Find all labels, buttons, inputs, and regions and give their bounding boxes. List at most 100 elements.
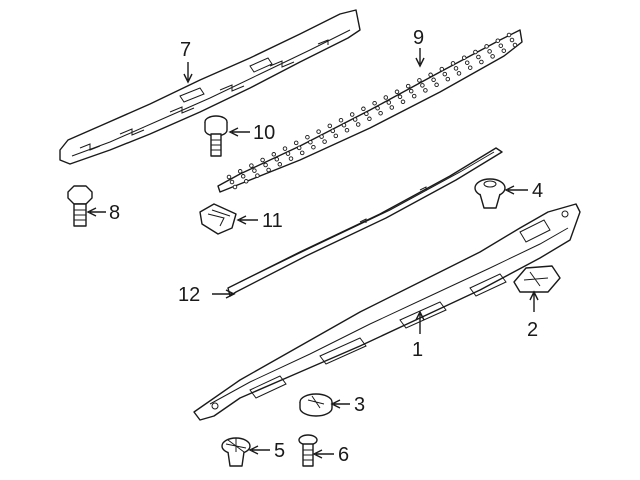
perforation-hole: [240, 174, 246, 179]
perforation-hole: [249, 163, 254, 168]
part-8-bolt: [67, 185, 93, 227]
leader-5: [248, 445, 270, 455]
perforation-hole: [274, 157, 280, 162]
perforation-hole: [431, 77, 436, 83]
perforation-hole: [389, 105, 395, 110]
leader-3: [330, 399, 350, 409]
perforation-hole: [344, 127, 350, 133]
part-9-perforations: [226, 32, 518, 190]
part-1-rocker-moulding: [193, 203, 581, 421]
leader-12: [212, 289, 236, 299]
perforation-hole: [439, 66, 445, 72]
perforation-hole: [456, 71, 462, 76]
leader-11: [236, 215, 258, 225]
perforation-hole: [364, 111, 369, 117]
perforation-hole: [226, 174, 232, 180]
leader-9: [415, 48, 425, 68]
part-2-bracket: [513, 265, 561, 293]
part-3-button-fastener: [299, 393, 333, 417]
perforation-hole: [487, 49, 492, 54]
perforation-hole: [479, 59, 484, 65]
perforation-hole: [445, 76, 451, 82]
perforation-hole: [260, 157, 265, 163]
callout-12: 12: [178, 284, 200, 306]
perforation-hole: [237, 169, 243, 174]
perforation-hole: [367, 116, 372, 122]
perforation-hole: [352, 117, 358, 122]
perforation-hole: [397, 94, 403, 100]
perforation-hole: [434, 82, 439, 88]
perforation-hole: [512, 42, 518, 48]
perforation-hole: [232, 184, 238, 190]
perforation-hole: [252, 168, 257, 173]
part-7-reinforcement: [59, 9, 361, 165]
perforation-hole: [420, 83, 425, 88]
part-6-screw: [298, 434, 318, 467]
perforation-hole: [327, 123, 333, 129]
perforation-hole: [330, 128, 336, 134]
perforation-hole: [372, 100, 377, 106]
perforation-hole: [305, 134, 310, 140]
perforation-hole: [506, 32, 512, 38]
leader-1: [415, 310, 425, 334]
callout-1: 1: [412, 339, 423, 361]
callout-6: 6: [338, 444, 349, 466]
perforation-hole: [423, 88, 428, 93]
perforation-hole: [296, 145, 302, 151]
perforation-hole: [308, 139, 313, 145]
perforation-hole: [277, 162, 283, 167]
perforation-hole: [341, 122, 347, 128]
callout-2: 2: [527, 319, 538, 341]
part-10-clip-bolt: [204, 115, 228, 157]
perforation-hole: [498, 43, 504, 48]
perforation-hole: [266, 167, 271, 173]
perforation-hole: [509, 37, 515, 43]
part-11-retainer: [199, 203, 237, 235]
perforation-hole: [501, 48, 507, 53]
perforation-hole: [288, 156, 294, 161]
perforation-hole: [473, 49, 478, 55]
callout-8: 8: [109, 202, 120, 224]
perforation-hole: [400, 99, 406, 105]
perforation-hole: [467, 65, 473, 70]
callout-7: 7: [180, 39, 191, 61]
perforation-hole: [322, 139, 327, 144]
perforation-hole: [464, 60, 470, 65]
perforation-hole: [490, 54, 495, 59]
perforation-hole: [316, 129, 321, 134]
perforation-hole: [361, 106, 366, 112]
perforation-hole: [386, 100, 392, 105]
perforation-hole: [333, 133, 339, 139]
perforation-hole: [484, 44, 489, 49]
perforation-hole: [311, 144, 316, 150]
perforation-hole: [495, 38, 501, 43]
leader-10: [228, 127, 250, 137]
callout-5: 5: [274, 440, 285, 462]
callout-3: 3: [354, 394, 365, 416]
perforation-hole: [271, 152, 277, 157]
perforation-hole: [338, 117, 344, 123]
callout-labels: 7 9 10 8 11 4 12 1 2 3 5 6: [109, 27, 543, 466]
callout-9: 9: [413, 27, 424, 49]
perforation-hole: [293, 140, 299, 146]
callout-11: 11: [262, 210, 283, 232]
part-5-expansion-clip: [221, 437, 251, 467]
leader-4: [504, 185, 528, 195]
perforation-hole: [263, 162, 268, 168]
perforation-hole: [285, 151, 291, 156]
leader-7: [183, 62, 193, 84]
perforation-hole: [349, 112, 355, 117]
perforation-hole: [255, 173, 260, 178]
perforation-hole: [411, 93, 417, 99]
perforation-hole: [450, 61, 456, 66]
perforation-hole: [243, 179, 249, 184]
perforation-hole: [355, 122, 361, 127]
perforation-hole: [378, 110, 383, 116]
perforation-hole: [428, 72, 433, 78]
perforation-hole: [319, 134, 324, 139]
perforation-hole: [383, 95, 389, 100]
perforation-hole: [408, 88, 414, 94]
perforation-hole: [417, 78, 422, 83]
